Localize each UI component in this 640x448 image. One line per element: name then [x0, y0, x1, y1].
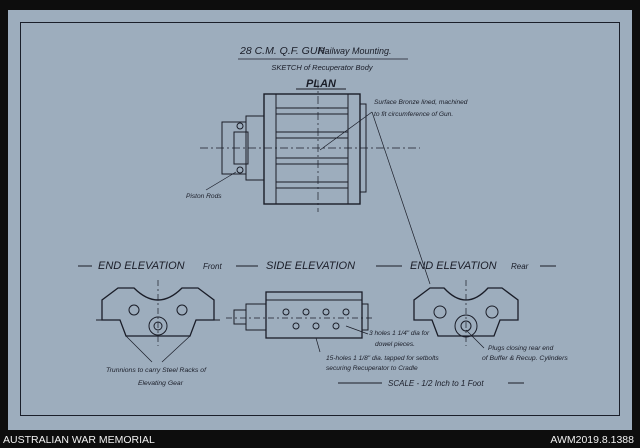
trunnions-note-line1: Trunnions to carry Steel Racks of — [106, 367, 207, 374]
drawing-subtitle: SKETCH of Recuperator Body — [271, 63, 374, 72]
dowel-holes-note-line2: dowel pieces. — [375, 341, 415, 348]
plan-label: PLAN — [306, 78, 337, 90]
surface-note-line1: Surface Bronze lined, machined — [374, 99, 468, 106]
blueprint-sheet — [8, 10, 632, 430]
end-elevation-rear-suffix: Rear — [511, 262, 529, 271]
plugs-note-line2: of Buffer & Recup. Cylinders — [482, 355, 568, 362]
drawing-title: 28 C.M. Q.F. GUN. — [239, 45, 328, 57]
end-elevation-front-view — [96, 280, 220, 363]
piston-rods-label: Piston Rods — [186, 193, 222, 200]
end-elevation-front-label: END ELEVATION — [98, 260, 185, 272]
setbolt-holes-note-line1: 15-holes 1 1/8" dia. tapped for setbolts — [326, 355, 439, 362]
side-elevation-label: SIDE ELEVATION — [266, 260, 355, 272]
drawing-border — [20, 22, 620, 416]
end-elevation-rear-view — [413, 280, 519, 349]
accession-number: AWM2019.8.1388 — [550, 434, 634, 446]
trunnions-note-line2: Elevating Gear — [138, 380, 184, 387]
end-elevation-rear-label: END ELEVATION — [410, 260, 497, 272]
end-elevation-front-suffix: Front — [203, 262, 222, 271]
dowel-holes-note-line1: 3 holes 1 1/4" dia for — [369, 330, 430, 337]
plugs-note-line1: Plugs closing rear end — [488, 345, 554, 352]
setbolt-holes-note-line2: securing Recuperator to Cradle — [326, 365, 418, 372]
surface-note-line2: to fit circumference of Gun. — [374, 111, 453, 118]
side-elevation-view — [226, 291, 374, 353]
scale-note: SCALE - 1/2 Inch to 1 Foot — [388, 379, 484, 388]
plan-view — [200, 80, 431, 285]
drawing-title-suffix: Railway Mounting. — [318, 46, 392, 56]
archive-caption: AUSTRALIAN WAR MEMORIAL — [3, 434, 155, 446]
